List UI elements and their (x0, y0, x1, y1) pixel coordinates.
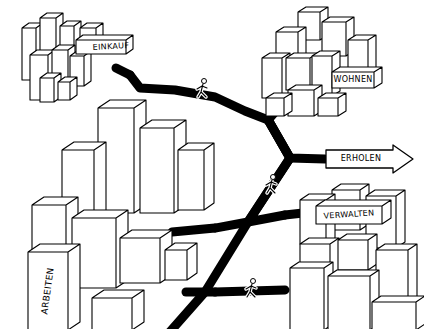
walking-person (251, 279, 256, 284)
building (316, 200, 391, 224)
signpost-arrow: ERHOLEN (325, 143, 415, 175)
road-connector (215, 120, 290, 228)
building (266, 93, 292, 116)
walking-person (197, 84, 207, 97)
building (28, 244, 80, 329)
road (186, 288, 215, 297)
walking-person (202, 79, 207, 84)
area-label: ARBEITEN (40, 267, 55, 315)
road (116, 68, 130, 75)
walking-person (246, 284, 256, 297)
area-label: WOHNEN (333, 76, 372, 84)
arrow-outline (326, 145, 413, 173)
building (328, 270, 379, 329)
building (92, 290, 144, 329)
walking-person (271, 175, 276, 180)
building-cluster: ARBEITEN (20, 105, 215, 329)
area-label: VERWALTEN (323, 209, 374, 221)
building-cluster: EINKAUF (10, 10, 130, 110)
building (165, 243, 197, 280)
walking-person (266, 180, 276, 193)
building (290, 262, 333, 329)
area-label: ERHOLEN (341, 155, 382, 163)
road (172, 228, 215, 232)
walking-person (246, 284, 256, 297)
building (58, 77, 77, 100)
road-connector (248, 120, 290, 222)
walking-person (197, 84, 207, 97)
building (76, 35, 133, 54)
building (288, 85, 322, 116)
building (178, 143, 214, 210)
walking-person (197, 79, 207, 98)
road-connector (130, 75, 268, 120)
walking-person (246, 279, 256, 298)
building (318, 93, 346, 116)
walking-person (266, 180, 276, 193)
walking-person (266, 175, 276, 194)
building-cluster: VERWALTEN (285, 185, 420, 329)
building (372, 296, 424, 329)
building (338, 234, 377, 270)
building-cluster: WOHNEN (255, 5, 375, 120)
building (120, 230, 172, 283)
building (332, 67, 382, 88)
area-label: EINKAUF (93, 42, 130, 52)
